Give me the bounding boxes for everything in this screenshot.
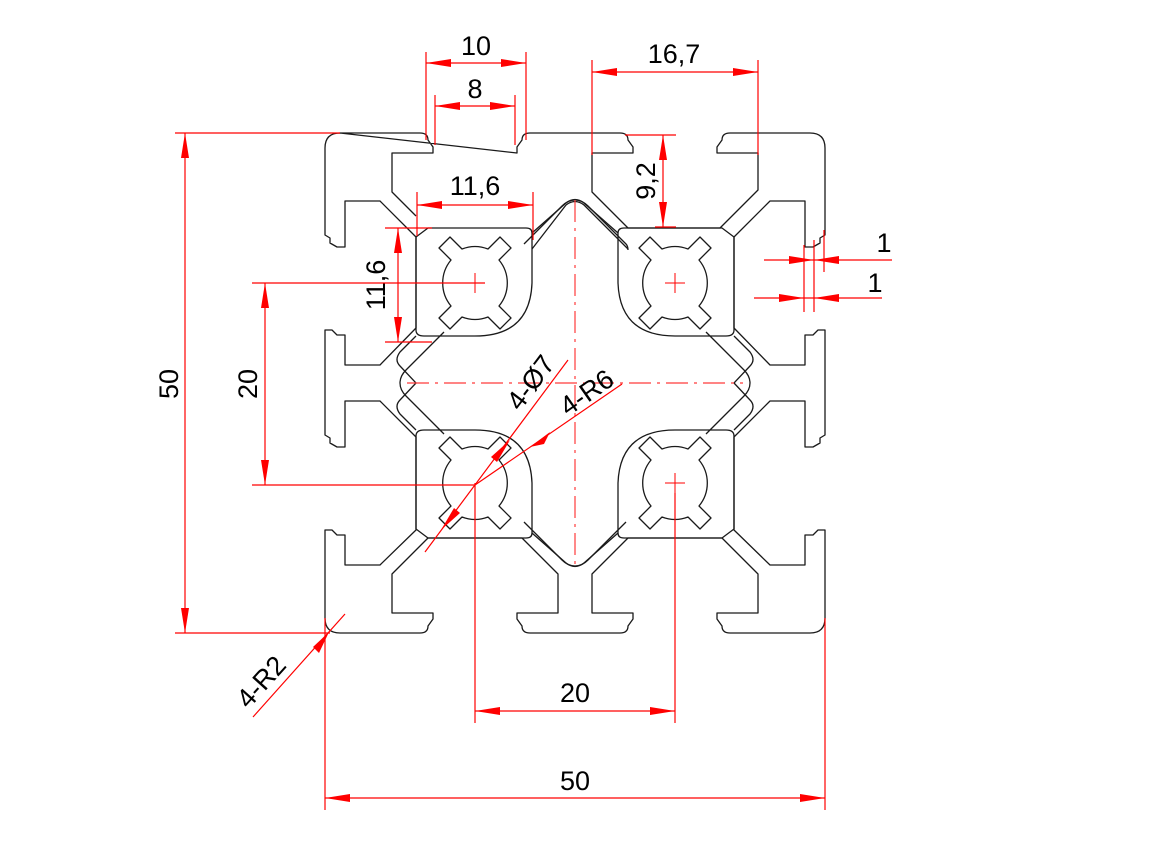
svg-text:50: 50 — [154, 369, 184, 399]
svg-text:1: 1 — [867, 268, 882, 298]
bore-top-left — [438, 236, 512, 330]
profile-outline — [324, 132, 826, 634]
dim-corner-radius: 4-R2 — [231, 613, 346, 718]
svg-text:9,2: 9,2 — [631, 162, 661, 200]
dim-bore-spacing-vertical: 20 — [233, 282, 485, 486]
dim-slot-opening-outer: 10 — [425, 31, 527, 140]
dim-slot-cavity-width: 16,7 — [591, 39, 759, 155]
svg-text:4-R6: 4-R6 — [554, 364, 619, 422]
core-bottom-right — [617, 429, 735, 539]
center-cavity — [531, 200, 629, 250]
bore-top-right — [638, 236, 712, 330]
svg-text:20: 20 — [233, 369, 263, 399]
core-top-right — [617, 227, 735, 337]
core-bottom-left — [415, 429, 533, 539]
dim-core-height: 11,6 — [361, 227, 432, 343]
dim-slot-opening-inner: 8 — [434, 74, 516, 145]
svg-text:20: 20 — [560, 678, 590, 708]
svg-text:1: 1 — [876, 228, 891, 258]
svg-text:10: 10 — [461, 31, 491, 61]
dim-overall-height: 50 — [154, 132, 340, 634]
dim-bore-diameter: 4-Ø7 — [424, 350, 569, 553]
svg-text:16,7: 16,7 — [648, 39, 701, 69]
webs — [396, 198, 754, 568]
dim-wall-thickness: 1 1 — [754, 228, 892, 312]
svg-text:50: 50 — [560, 766, 590, 796]
outer-contour — [324, 132, 826, 634]
svg-text:8: 8 — [467, 74, 482, 104]
dimensions: 10 8 16,7 9,2 — [154, 31, 892, 810]
svg-text:4-R2: 4-R2 — [231, 650, 292, 714]
dim-overall-width: 50 — [324, 618, 826, 810]
dim-slot-depth: 9,2 — [625, 134, 676, 228]
dim-core-width: 11,6 — [416, 171, 534, 240]
bore-bottom-right — [638, 436, 712, 530]
bore-bottom-left — [438, 436, 512, 530]
svg-text:11,6: 11,6 — [361, 260, 391, 311]
dim-bore-spacing-horizontal: 20 — [474, 483, 676, 723]
core-top-left — [415, 227, 533, 337]
svg-text:11,6: 11,6 — [450, 171, 501, 201]
